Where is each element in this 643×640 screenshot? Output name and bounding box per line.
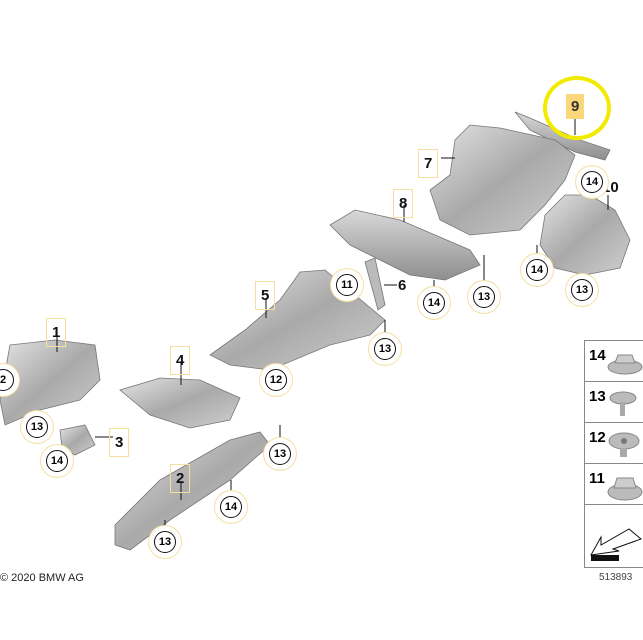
part-2-shield: [114, 431, 271, 551]
callout-9-highlighted[interactable]: 9: [566, 94, 585, 119]
copyright: © 2020 BMW AG: [0, 572, 84, 584]
callout-6[interactable]: 6: [398, 277, 407, 294]
legend-row-14[interactable]: 14: [585, 341, 643, 382]
direction-arrow-icon: [590, 528, 642, 561]
callout-5[interactable]: 5: [254, 281, 276, 310]
callout-14-e[interactable]: 14: [220, 496, 242, 518]
callout-14-a[interactable]: 14: [581, 171, 603, 193]
callout-8[interactable]: 8: [392, 189, 414, 218]
part-3-shield: [59, 424, 96, 456]
legend-number: 13: [589, 388, 606, 405]
part-5-shield: [209, 269, 386, 371]
hex-nut-icon: [607, 477, 643, 501]
callout-12[interactable]: 12: [265, 369, 287, 391]
diagram-number: 513893: [599, 572, 633, 583]
callout-10[interactable]: 10: [602, 179, 619, 196]
fastener-legend: 14 13 12 11: [584, 340, 643, 568]
callout-7[interactable]: 7: [417, 149, 439, 178]
part-1-shield: [0, 339, 101, 426]
callout-13-f[interactable]: 13: [154, 531, 176, 553]
callout-14-b[interactable]: 14: [526, 259, 548, 281]
legend-number: 14: [589, 347, 606, 364]
callout-13-b[interactable]: 13: [473, 286, 495, 308]
callout-13-a[interactable]: 13: [571, 279, 593, 301]
callout-13-d[interactable]: 13: [269, 443, 291, 465]
callout-14-d[interactable]: 14: [46, 450, 68, 472]
part-4-shield: [119, 377, 241, 429]
legend-number: 12: [589, 429, 606, 446]
part-6-bracket: [364, 257, 386, 311]
flange-nut-icon: [607, 354, 643, 375]
highlight-ring: [543, 76, 611, 140]
legend-row-11[interactable]: 11: [585, 464, 643, 505]
callout-14-c[interactable]: 14: [423, 292, 445, 314]
callout-2[interactable]: 2: [169, 464, 191, 493]
washer-bolt-icon: [608, 432, 640, 457]
part-7-shield: [429, 124, 576, 236]
callout-11[interactable]: 11: [336, 274, 358, 296]
callout-1[interactable]: 1: [45, 318, 67, 347]
legend-row-13[interactable]: 13: [585, 382, 643, 423]
legend-row-12[interactable]: 12: [585, 423, 643, 464]
callout-13-c[interactable]: 13: [374, 338, 396, 360]
part-8-shield: [329, 209, 481, 281]
callout-13-e[interactable]: 13: [26, 416, 48, 438]
legend-number: 11: [589, 470, 605, 487]
callout-3[interactable]: 3: [108, 428, 130, 457]
part-10-shield: [539, 194, 631, 276]
screw-clip-icon: [609, 391, 637, 416]
callout-4[interactable]: 4: [169, 346, 191, 375]
view-direction-arrow-row: [585, 505, 643, 569]
